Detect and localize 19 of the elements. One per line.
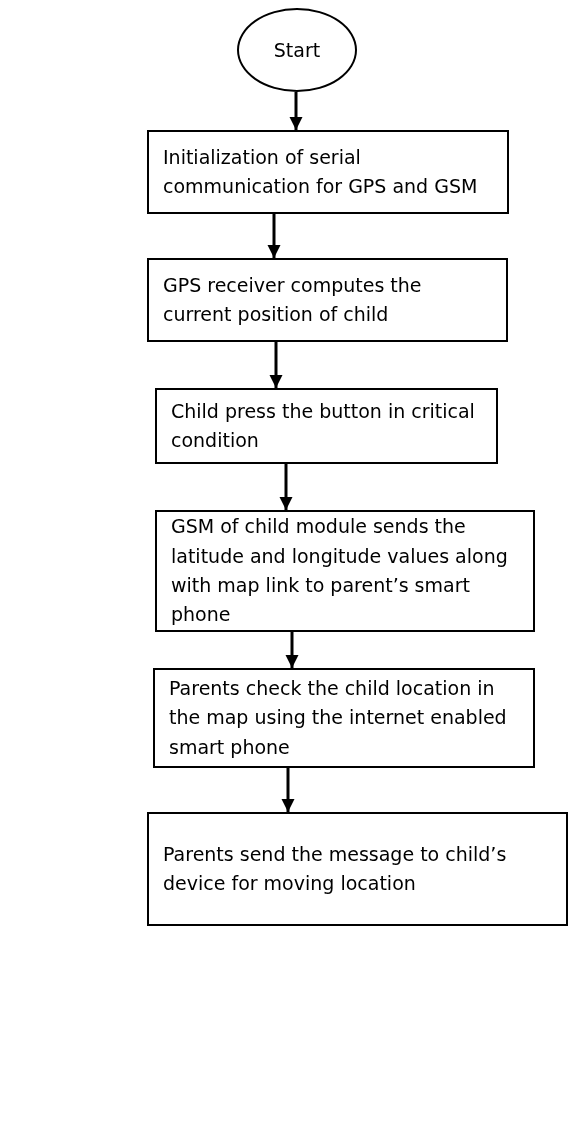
- node-text: Parents send the message to child’s device for moving location: [163, 841, 508, 896]
- process-box: [155, 388, 498, 464]
- arrow: [269, 342, 283, 388]
- arrow: [279, 464, 293, 510]
- arrow: [285, 632, 299, 668]
- node-text: Parents check the child location in the map using the internet enabled smart phone: [169, 675, 508, 760]
- process-box: [153, 668, 535, 768]
- node-text: Initialization of serial communication for GPS and GSM: [163, 144, 479, 199]
- process-box: [147, 258, 508, 342]
- process-box: [155, 510, 535, 632]
- process-box: [147, 130, 509, 214]
- arrow: [267, 214, 281, 258]
- node-text: Child press the button in critical condition: [171, 398, 476, 453]
- arrow: [281, 768, 295, 812]
- arrow: [289, 92, 303, 130]
- node-text: GPS receiver computes the current position of child: [163, 272, 423, 327]
- node-text: GSM of child module sends the latitude and longitude values along with map link to parent’s smart phone: [171, 514, 509, 628]
- process-box: [147, 812, 568, 926]
- node-text: Start: [273, 39, 321, 61]
